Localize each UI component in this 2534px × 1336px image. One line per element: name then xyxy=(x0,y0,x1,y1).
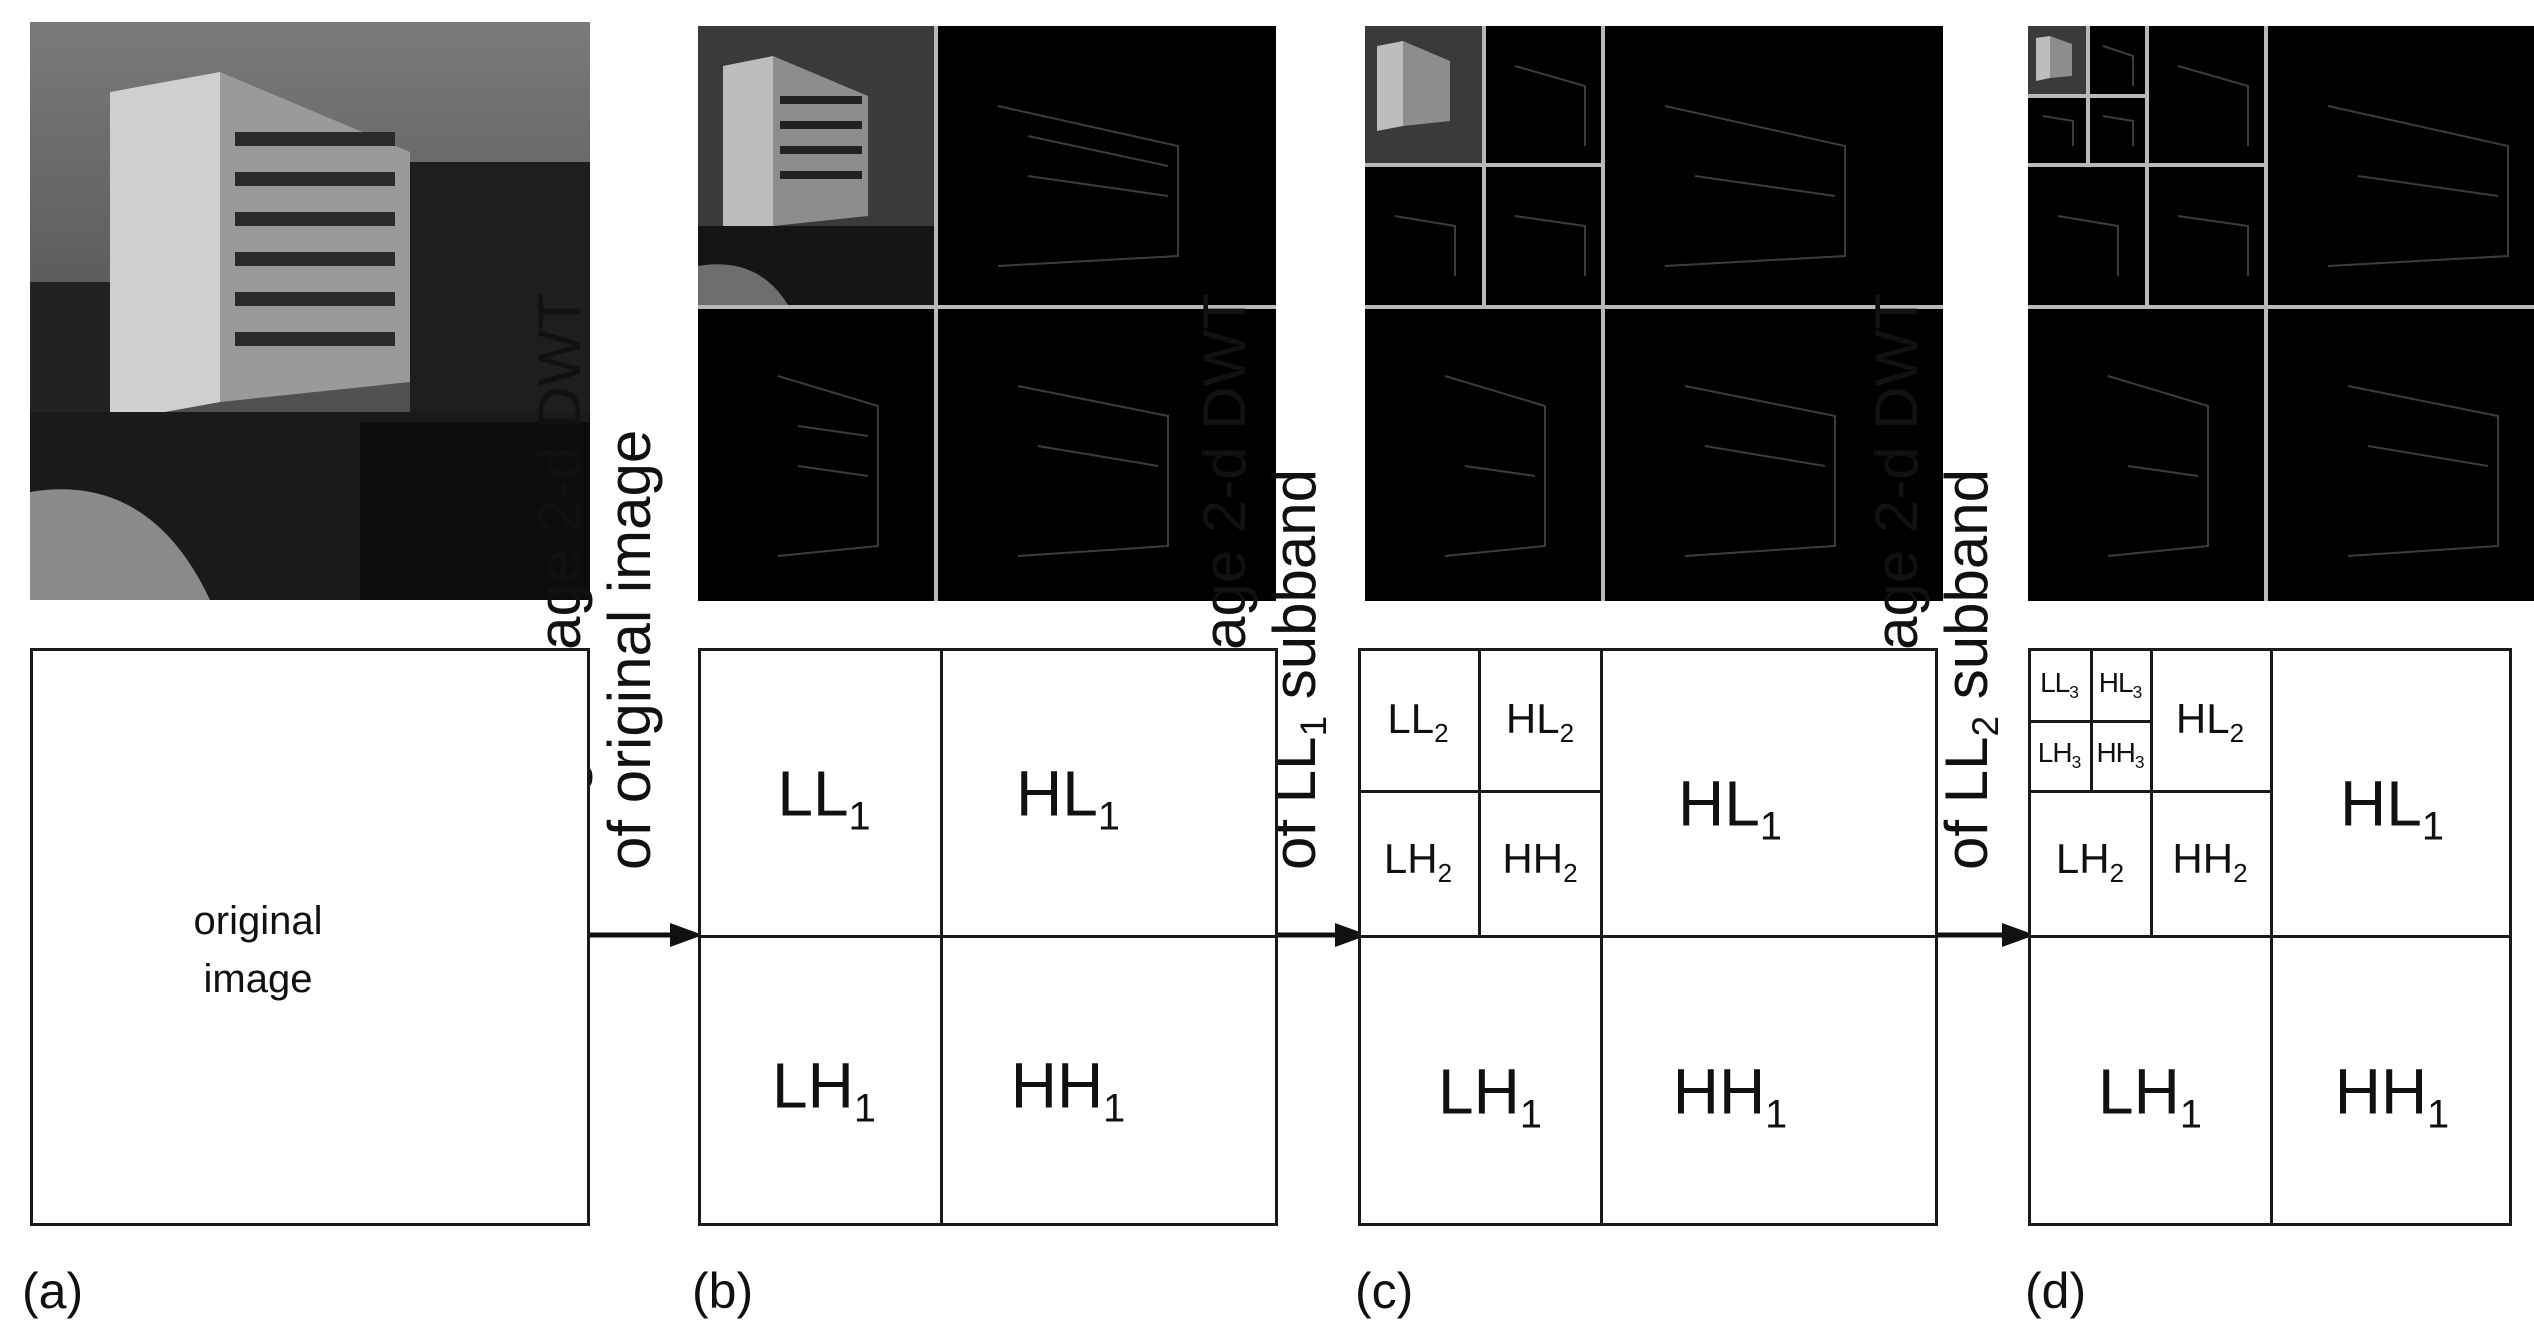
separator-horizontal-inner xyxy=(1365,163,1601,167)
divider-horizontal-inner xyxy=(1358,790,1602,793)
separator-vertical xyxy=(2264,26,2268,601)
original-image-label: original image xyxy=(193,899,323,1001)
dwt-level3-photo xyxy=(2028,26,2534,601)
divider-horizontal-innermost xyxy=(2028,720,2152,723)
subband-LH1: LH1 xyxy=(1438,1055,1542,1137)
subband-HL1: HL1 xyxy=(1678,767,1782,849)
separator-horizontal xyxy=(698,305,1276,309)
subband-HH2: HH2 xyxy=(1502,834,1578,889)
subband-HH2: HH2 xyxy=(2172,834,2248,889)
original-photo xyxy=(30,22,590,600)
caption-c: (c) xyxy=(1355,1263,1414,1319)
divider-horizontal xyxy=(1358,935,1938,938)
separator-horizontal-inner xyxy=(2028,163,2264,167)
subband-HL1: HL1 xyxy=(1016,757,1120,839)
subband-HL3: HL3 xyxy=(2098,666,2142,703)
divider-horizontal xyxy=(2028,935,2512,938)
subband-LL2: LL2 xyxy=(1387,694,1449,749)
subband-HH3: HH3 xyxy=(2096,736,2144,773)
subband-LH1: LH1 xyxy=(772,1049,876,1131)
subband-HL1: HL1 xyxy=(2340,767,2444,849)
subband-HH1: HH1 xyxy=(2334,1055,2450,1137)
subband-HH1: HH1 xyxy=(1672,1055,1788,1137)
subband-HL2: HL2 xyxy=(1505,694,1575,749)
separator-vertical xyxy=(934,26,938,601)
separator-vertical xyxy=(1601,26,1605,601)
caption-a: (a) xyxy=(22,1263,84,1319)
divider-horizontal-inner xyxy=(2028,790,2272,793)
divider-horizontal xyxy=(698,935,1278,938)
subband-LL1: LL1 xyxy=(777,757,871,839)
caption-d: (d) xyxy=(2025,1263,2087,1319)
subband-LH3: LH3 xyxy=(2037,736,2081,773)
dwt-level2-photo xyxy=(1365,26,1943,601)
subband-LH2: LH2 xyxy=(1383,834,1453,889)
separator-horizontal xyxy=(2028,305,2534,309)
subband-HH1: HH1 xyxy=(1010,1049,1126,1131)
separator-horizontal xyxy=(1365,305,1943,309)
subband-LH2: LH2 xyxy=(2055,834,2125,889)
subband-LH1: LH1 xyxy=(2098,1055,2202,1137)
subband-HL2: HL2 xyxy=(2175,694,2245,749)
original-image-box xyxy=(30,648,590,1226)
subband-LL3: LL3 xyxy=(2040,666,2079,703)
separator-horizontal-innermost xyxy=(2028,94,2145,98)
dwt-level1-photo xyxy=(698,26,1276,601)
caption-b: (b) xyxy=(692,1263,754,1319)
